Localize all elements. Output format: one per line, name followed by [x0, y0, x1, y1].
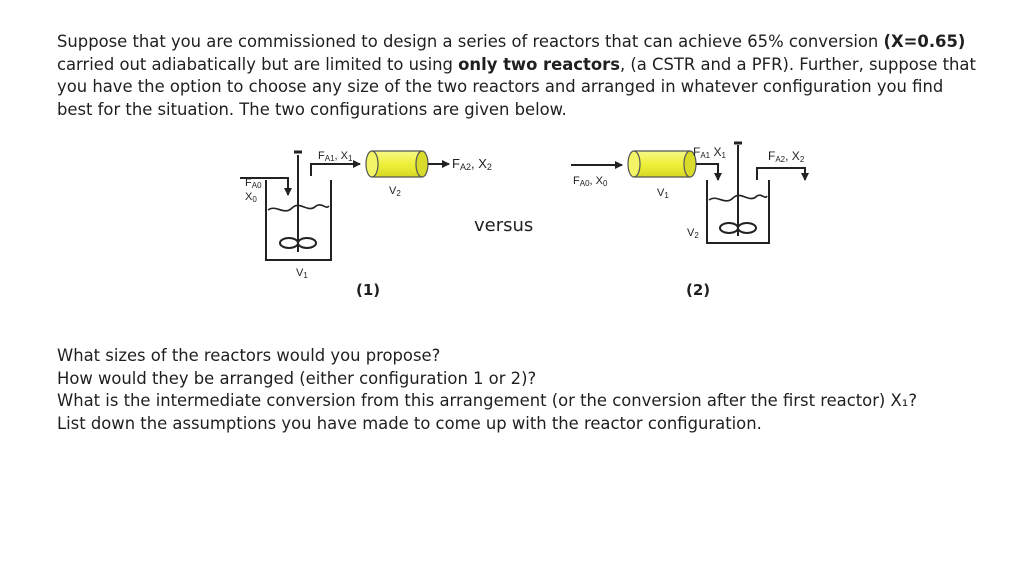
- config1-pfr-volume-label: V2: [389, 185, 401, 198]
- intro-text-2: carried out adiabatically but are limite…: [57, 54, 459, 74]
- question-list: What sizes of the reactors would you pro…: [57, 345, 997, 435]
- config2-intermediate-stream-label: FA1 X1: [693, 145, 726, 160]
- problem-statement: Suppose that you are commissioned to des…: [57, 31, 977, 121]
- intro-text-3: , (a CSTR and a PFR). Further, suppose t…: [57, 54, 976, 119]
- conversion-target: (X=0.65): [883, 32, 966, 51]
- question-arrangement: How would they be arranged (either confi…: [57, 368, 537, 388]
- config1-feed-conversion-label: X0: [245, 191, 257, 204]
- config2-diagram: FA0, X0 FA1 X1 FA2, X2 V1 V2: [571, 141, 809, 244]
- intro-text-1: Suppose that you are commissioned to des…: [57, 32, 884, 51]
- config1-outlet-stream-label: FA2, X2: [452, 156, 492, 172]
- config2-pfr: [627, 150, 697, 178]
- reactor-limit: only two reactors: [458, 54, 620, 74]
- config2-outlet-stream-label: FA2, X2: [768, 149, 805, 164]
- config2-pfr-volume-label: V1: [657, 187, 669, 200]
- config2-feed-label: FA0, X0: [573, 175, 608, 188]
- config1-pfr: [365, 150, 450, 178]
- config1-cstr: [240, 150, 361, 261]
- versus-label: versus: [474, 215, 534, 236]
- config2-cstr-volume-label: V2: [687, 227, 699, 240]
- question-assumptions: List down the assumptions you have made …: [57, 413, 762, 433]
- question-intermediate-conversion: What is the intermediate conversion from…: [57, 391, 918, 411]
- config1-label: (1): [356, 281, 381, 299]
- question-reactor-sizes: What sizes of the reactors would you pro…: [57, 346, 441, 365]
- config2-label: (2): [686, 281, 711, 299]
- config1-intermediate-stream-label: FA1, X1: [318, 150, 353, 163]
- config1-feed-flow-label: FA0: [245, 177, 262, 190]
- config2-cstr: [696, 141, 809, 244]
- config1-diagram: FA0 X0 FA1, X1 FA2, X2 V2 V1: [240, 150, 492, 280]
- config1-cstr-volume-label: V1: [296, 267, 308, 280]
